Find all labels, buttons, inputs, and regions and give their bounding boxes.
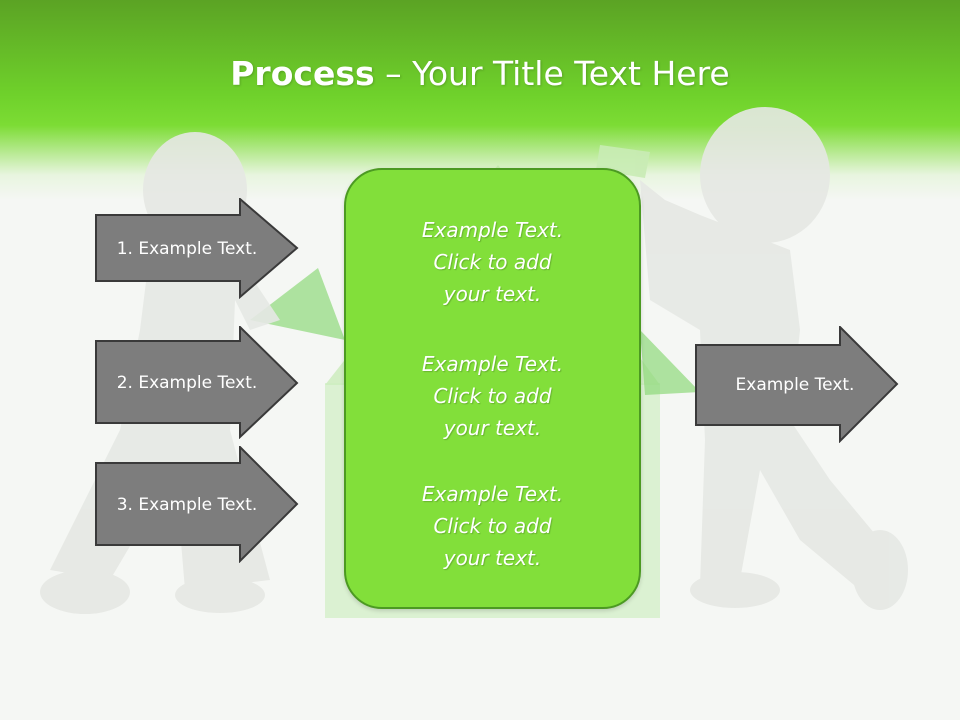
title-bold-part: Process xyxy=(230,54,375,93)
left-arrow-2[interactable]: 2. Example Text. xyxy=(95,326,299,439)
title-rest-part: – Your Title Text Here xyxy=(374,54,730,93)
center-item-1-line3: your text. xyxy=(443,282,542,306)
center-item-1-line1: Example Text. xyxy=(421,218,564,242)
right-arrow[interactable]: Example Text. xyxy=(695,326,899,443)
right-arrow-shape xyxy=(695,326,899,443)
left-arrow-label-3: 3. Example Text. xyxy=(116,494,258,515)
center-item-2-line1: Example Text. xyxy=(421,352,564,376)
arrow-shape-1 xyxy=(95,198,299,299)
left-arrow-label-1: 1. Example Text. xyxy=(116,238,258,259)
arrow-shape-3 xyxy=(95,446,299,563)
left-arrow-1[interactable]: 1. Example Text. xyxy=(95,198,299,299)
center-item-2[interactable]: Example Text. Click to add your text. xyxy=(346,348,639,444)
center-item-2-line2: Click to add xyxy=(433,384,552,408)
left-arrow-label-2: 2. Example Text. xyxy=(116,372,258,393)
center-item-3[interactable]: Example Text. Click to add your text. xyxy=(346,478,639,574)
page-title: Process – Your Title Text Here xyxy=(0,52,960,96)
center-item-2-line3: your text. xyxy=(443,416,542,440)
center-text-box[interactable]: Example Text. Click to add your text. Ex… xyxy=(344,168,641,609)
center-item-3-line2: Click to add xyxy=(433,514,552,538)
center-item-3-line3: your text. xyxy=(443,546,542,570)
center-item-1[interactable]: Example Text. Click to add your text. xyxy=(346,214,639,310)
left-arrow-3[interactable]: 3. Example Text. xyxy=(95,446,299,563)
right-arrow-label: Example Text. xyxy=(735,374,855,395)
arrow-shape-2 xyxy=(95,326,299,439)
center-item-3-line1: Example Text. xyxy=(421,482,564,506)
center-item-1-line2: Click to add xyxy=(433,250,552,274)
